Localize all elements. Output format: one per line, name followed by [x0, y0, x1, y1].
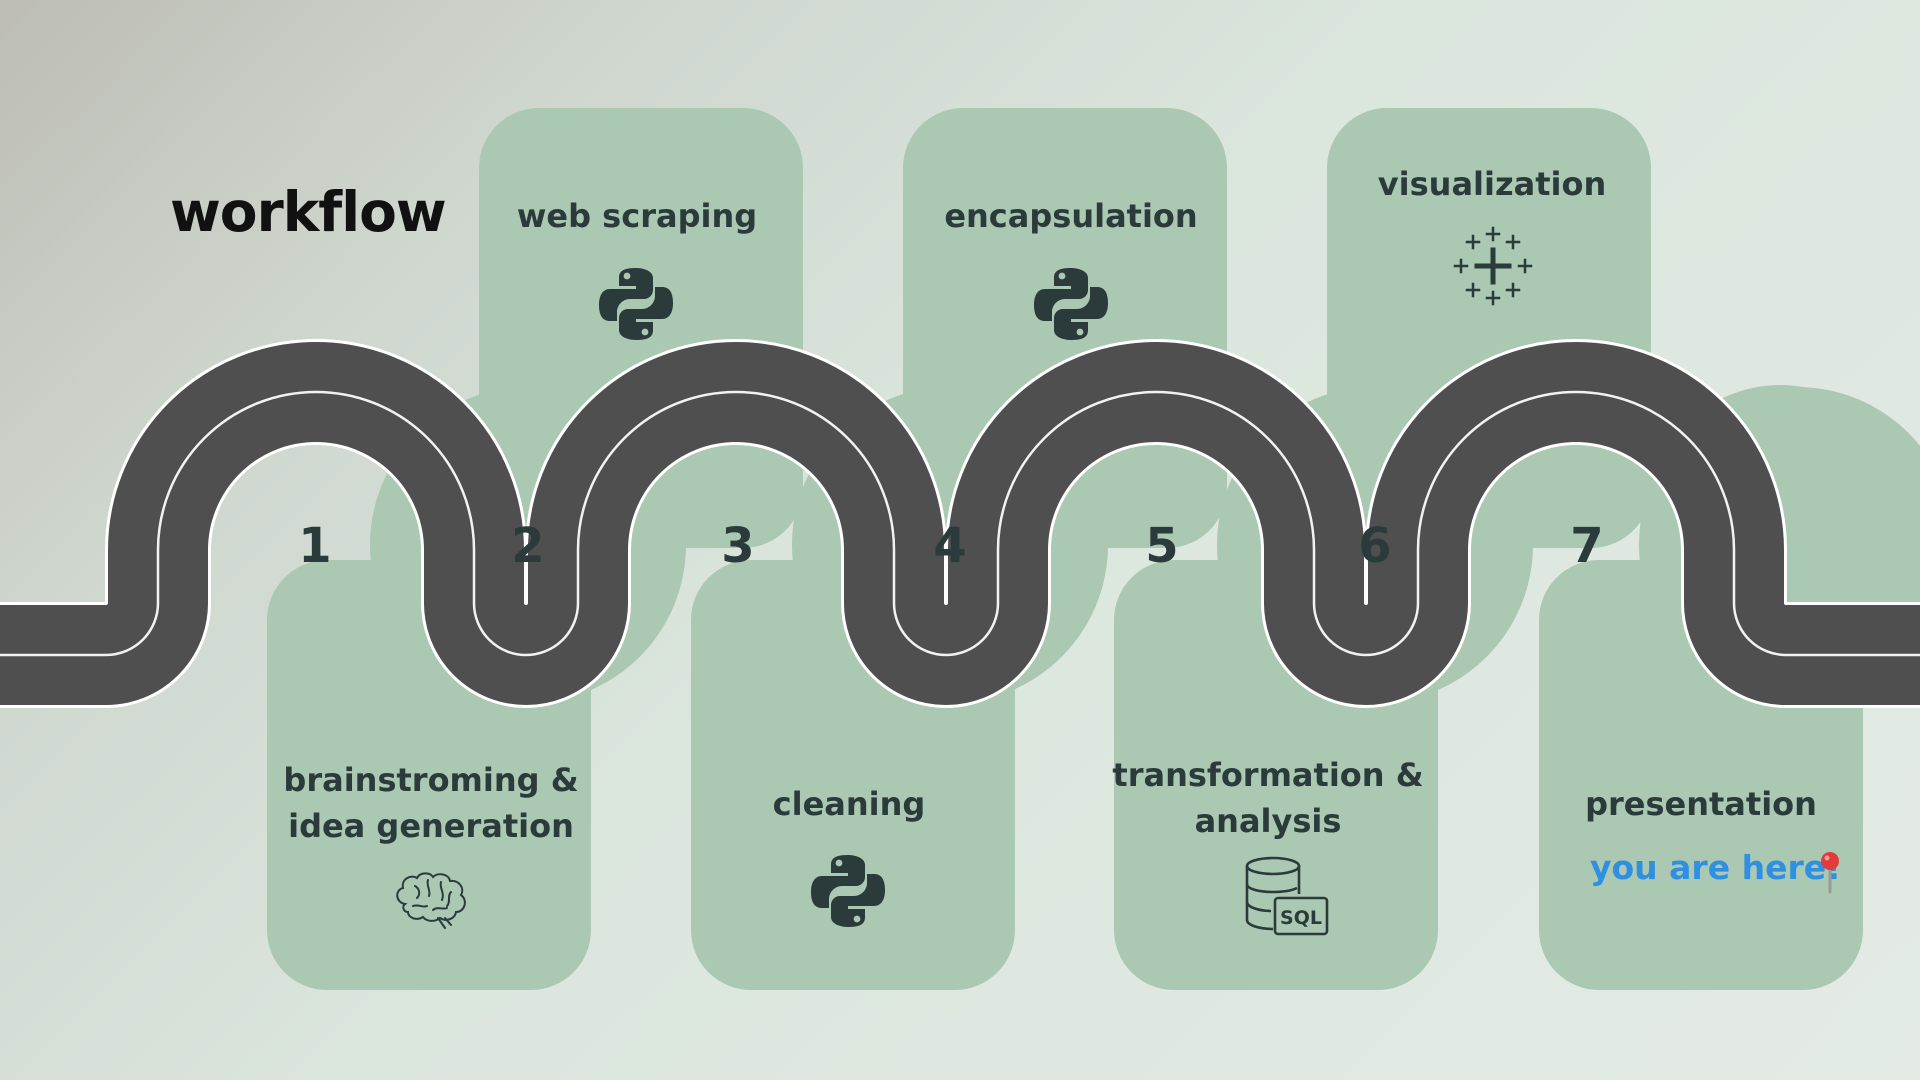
step-label-5: transformation & analysis	[1106, 752, 1430, 844]
sql-database-icon: SQL	[1245, 856, 1329, 936]
python-icon	[1034, 268, 1108, 340]
step-label-1-line-1: brainstroming &	[283, 761, 579, 799]
step-label-6: visualization	[1330, 161, 1654, 207]
brain-icon	[396, 872, 466, 929]
road	[0, 339, 1920, 708]
you-are-here-label: you are here!	[1590, 848, 1842, 887]
step-number-3: 3	[721, 518, 755, 574]
map-pin-icon	[1821, 852, 1839, 894]
tableau-icon	[1453, 226, 1533, 306]
step-number-5: 5	[1145, 518, 1179, 574]
step-label-1-line-2: idea generation	[288, 807, 574, 845]
step-label-4-line-1: encapsulation	[944, 197, 1198, 235]
step-label-6-line-1: visualization	[1377, 165, 1607, 203]
step-label-7: presentation	[1539, 781, 1863, 827]
step-label-2: web scraping	[475, 193, 799, 239]
step-label-1: brainstroming & idea generation	[269, 757, 593, 849]
python-icon	[599, 268, 673, 340]
step-label-7-line-1: presentation	[1585, 785, 1817, 823]
step-number-7: 7	[1570, 518, 1604, 574]
step-label-5-line-1: transformation &	[1112, 756, 1424, 794]
step-number-6: 6	[1358, 518, 1392, 574]
step-label-5-line-2: analysis	[1194, 802, 1342, 840]
page-title: workflow	[170, 180, 447, 244]
step-number-4: 4	[933, 518, 967, 574]
step-label-3: cleaning	[687, 781, 1011, 827]
python-icon	[811, 855, 885, 927]
step-label-2-line-1: web scraping	[516, 197, 758, 235]
step-label-3-line-1: cleaning	[772, 785, 926, 823]
step-label-4: encapsulation	[909, 193, 1233, 239]
step-number-1: 1	[298, 518, 332, 574]
step-number-2: 2	[511, 518, 545, 574]
svg-text:SQL: SQL	[1280, 907, 1322, 929]
